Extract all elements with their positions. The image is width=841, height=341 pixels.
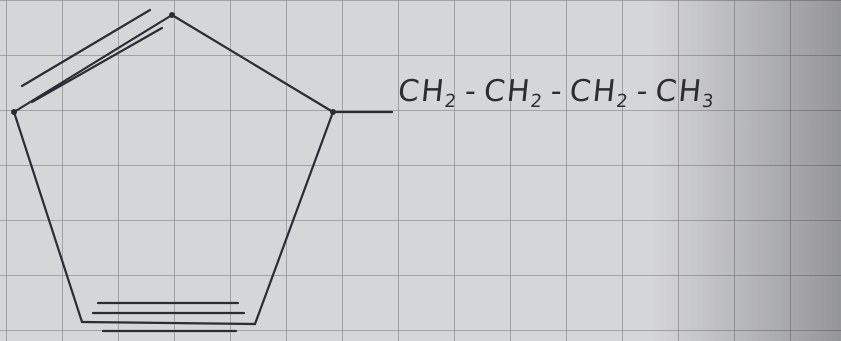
ring-bond-left bbox=[12, 110, 84, 324]
chain-separator: - bbox=[463, 74, 480, 109]
propyl-chain-formula: CH2-CH2-CH2-CH3 bbox=[396, 74, 718, 112]
ring-bond-top-right bbox=[170, 13, 335, 114]
double-bond-line-b bbox=[30, 26, 164, 104]
chain-separator: - bbox=[634, 74, 652, 109]
chain-group-3: CH2 bbox=[567, 74, 631, 112]
ring-bond-top-left bbox=[12, 13, 174, 114]
ring-vertex-left bbox=[11, 109, 17, 115]
ring-vertex-right bbox=[330, 109, 336, 115]
ring-bond-bottom bbox=[80, 320, 257, 326]
chain-group-4: CH3 bbox=[653, 74, 717, 112]
ring-bond-right bbox=[253, 110, 335, 326]
chain-group-1: CH2 bbox=[396, 74, 460, 112]
chain-separator: - bbox=[549, 74, 566, 109]
ring-vertex-top bbox=[169, 12, 175, 18]
double-bond-line-a bbox=[20, 8, 152, 88]
chain-group-2: CH2 bbox=[482, 74, 545, 112]
